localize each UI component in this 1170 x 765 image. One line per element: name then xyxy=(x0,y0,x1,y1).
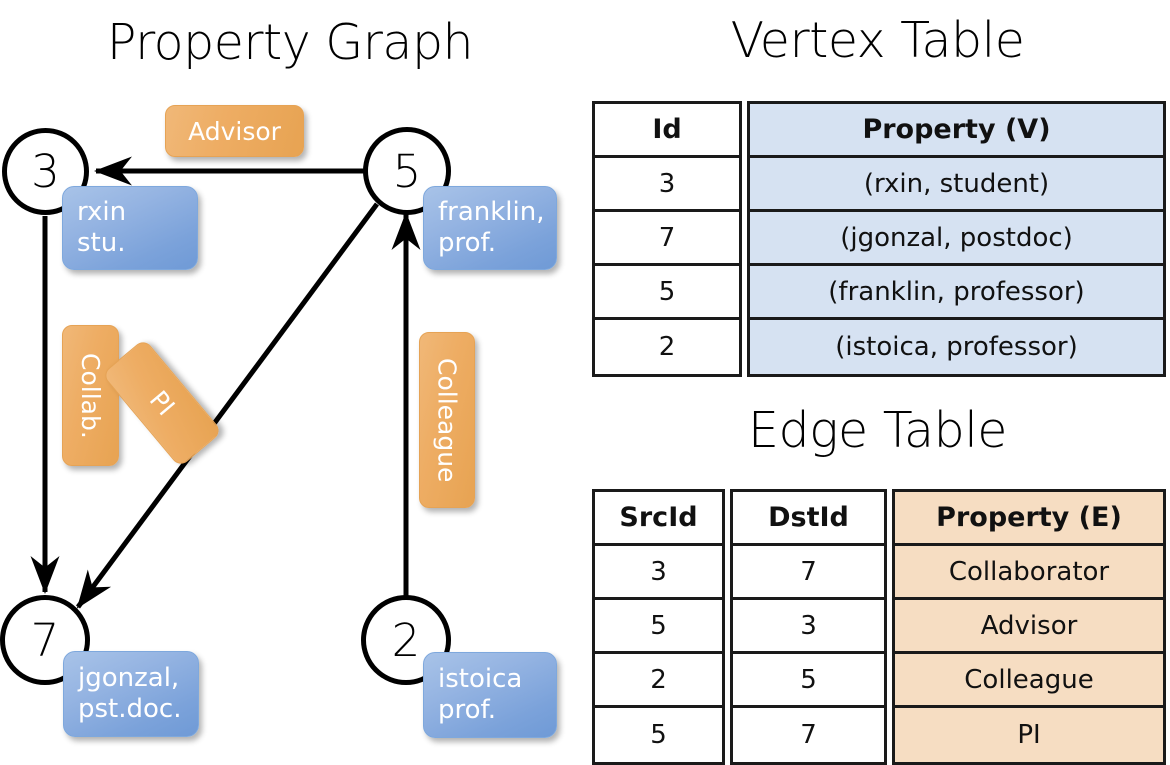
node-property-box-rxin[interactable]: rxin stu. xyxy=(62,186,198,270)
node-property-line-2: stu. xyxy=(77,228,126,258)
node-property-line-1: rxin xyxy=(77,197,127,227)
vertex-table-column-property: Property (V) (rxin, student) (jgonzal, p… xyxy=(747,101,1166,377)
table-row: 3 xyxy=(595,158,739,212)
table-row: 3 xyxy=(595,546,722,600)
table-row: (jgonzal, postdoc) xyxy=(750,212,1163,266)
graph-node-3[interactable]: 3 xyxy=(2,128,89,215)
table-row: Advisor xyxy=(895,600,1163,654)
edge-label-collab[interactable]: Collab. xyxy=(62,325,119,466)
page-title-edge-table: Edge Table xyxy=(748,402,1007,459)
edge-label-text: PI xyxy=(143,385,181,421)
table-row: Colleague xyxy=(895,654,1163,708)
edge-table-column-dstid: DstId 7 3 5 7 xyxy=(730,489,887,765)
table-row: (franklin, professor) xyxy=(750,266,1163,320)
graph-node-5-label: 5 xyxy=(392,144,422,198)
table-row: 5 xyxy=(733,654,884,708)
node-property-box-istoica[interactable]: istoica prof. xyxy=(423,652,557,738)
column-header-property-e: Property (E) xyxy=(895,492,1163,546)
node-property-line-2: prof. xyxy=(438,695,497,725)
graph-node-2-label: 2 xyxy=(391,613,421,667)
edge-label-advisor[interactable]: Advisor xyxy=(165,105,304,157)
table-row: Collaborator xyxy=(895,546,1163,600)
edge-label-text: Advisor xyxy=(188,116,281,146)
node-property-line-2: pst.doc. xyxy=(78,694,182,724)
graph-node-5[interactable]: 5 xyxy=(363,127,451,215)
node-property-box-jgonzal[interactable]: jgonzal, pst.doc. xyxy=(63,651,199,737)
edge-table: SrcId 3 5 2 5 DstId 7 3 5 7 Property (E)… xyxy=(592,489,1166,765)
edge-label-text: Colleague xyxy=(432,357,462,483)
column-header-property-v: Property (V) xyxy=(750,104,1163,158)
column-header-srcid: SrcId xyxy=(595,492,722,546)
table-row: 7 xyxy=(733,546,884,600)
table-row: 7 xyxy=(595,212,739,266)
vertex-table: Id 3 7 5 2 Property (V) (rxin, student) … xyxy=(592,101,1166,377)
table-row: 3 xyxy=(733,600,884,654)
vertex-table-column-id: Id 3 7 5 2 xyxy=(592,101,742,377)
node-property-line-1: istoica xyxy=(438,664,523,694)
edge-table-column-property: Property (E) Collaborator Advisor Collea… xyxy=(892,489,1166,765)
graph-edges-layer xyxy=(30,156,421,609)
graph-node-3-label: 3 xyxy=(31,145,60,198)
table-row: (rxin, student) xyxy=(750,158,1163,212)
node-property-line-1: jgonzal, xyxy=(78,663,180,693)
column-header-dstid: DstId xyxy=(733,492,884,546)
graph-node-7-label: 7 xyxy=(30,613,60,667)
page-title-property-graph: Property Graph xyxy=(106,14,474,71)
table-row: 5 xyxy=(650,720,667,750)
table-row: 2 xyxy=(658,332,676,362)
table-row: 5 xyxy=(595,266,739,320)
table-row: 2 xyxy=(595,654,722,708)
node-property-box-franklin[interactable]: franklin, prof. xyxy=(423,186,557,270)
property-graph-diagram: 3 5 7 2 rxin stu. franklin, prof. jgonza… xyxy=(0,80,585,760)
page-title-vertex-table: Vertex Table xyxy=(730,12,1025,69)
node-property-line-2: prof. xyxy=(438,228,497,258)
table-row: PI xyxy=(895,708,1163,762)
table-row: 7 xyxy=(800,720,817,750)
edge-label-text: Collab. xyxy=(76,352,105,439)
table-row: 5 xyxy=(595,600,722,654)
edge-table-column-srcid: SrcId 3 5 2 5 xyxy=(592,489,725,765)
column-header-id: Id xyxy=(595,104,739,158)
table-row: (istoica, professor) xyxy=(750,320,1163,374)
graph-edge-5-to-7 xyxy=(75,202,380,609)
node-property-line-1: franklin, xyxy=(438,197,545,227)
edge-label-colleague[interactable]: Colleague xyxy=(419,332,475,508)
